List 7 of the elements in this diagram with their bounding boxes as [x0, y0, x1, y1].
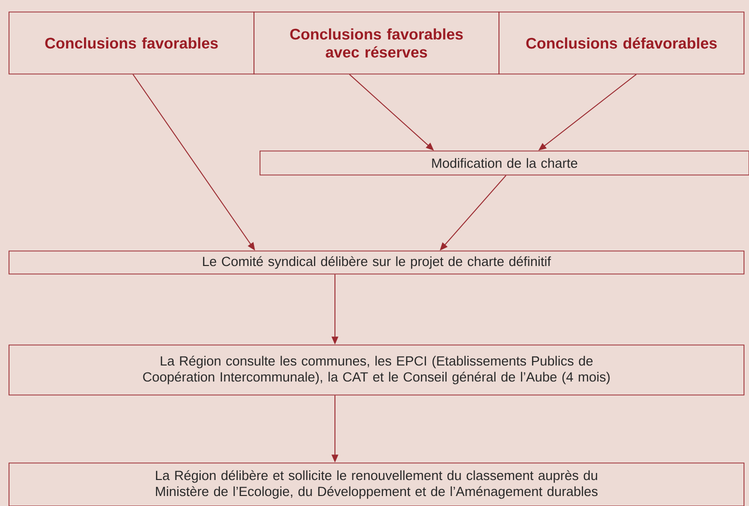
process-box: La Région consulte les communes, les EPCI (Etablissements Publics de Coopération Intercommunale), la CAT et le Conseil général de l’Aube (4 mois) — [8, 344, 744, 396]
process-box: Modification de la charte — [260, 150, 749, 176]
outcome-box: Conclusions défavorables — [498, 12, 744, 74]
outcome-box: Conclusions favorables — [8, 12, 254, 74]
outcome-box: Conclusions favorables avec réserves — [254, 12, 500, 74]
process-box: La Région délibère et sollicite le renouvellement du classement auprès du Ministère de l’Ecologie, du Développement et de l’Aménagement durables — [8, 462, 744, 506]
process-box: Le Comité syndical délibère sur le projet de charte définitif — [8, 250, 744, 274]
